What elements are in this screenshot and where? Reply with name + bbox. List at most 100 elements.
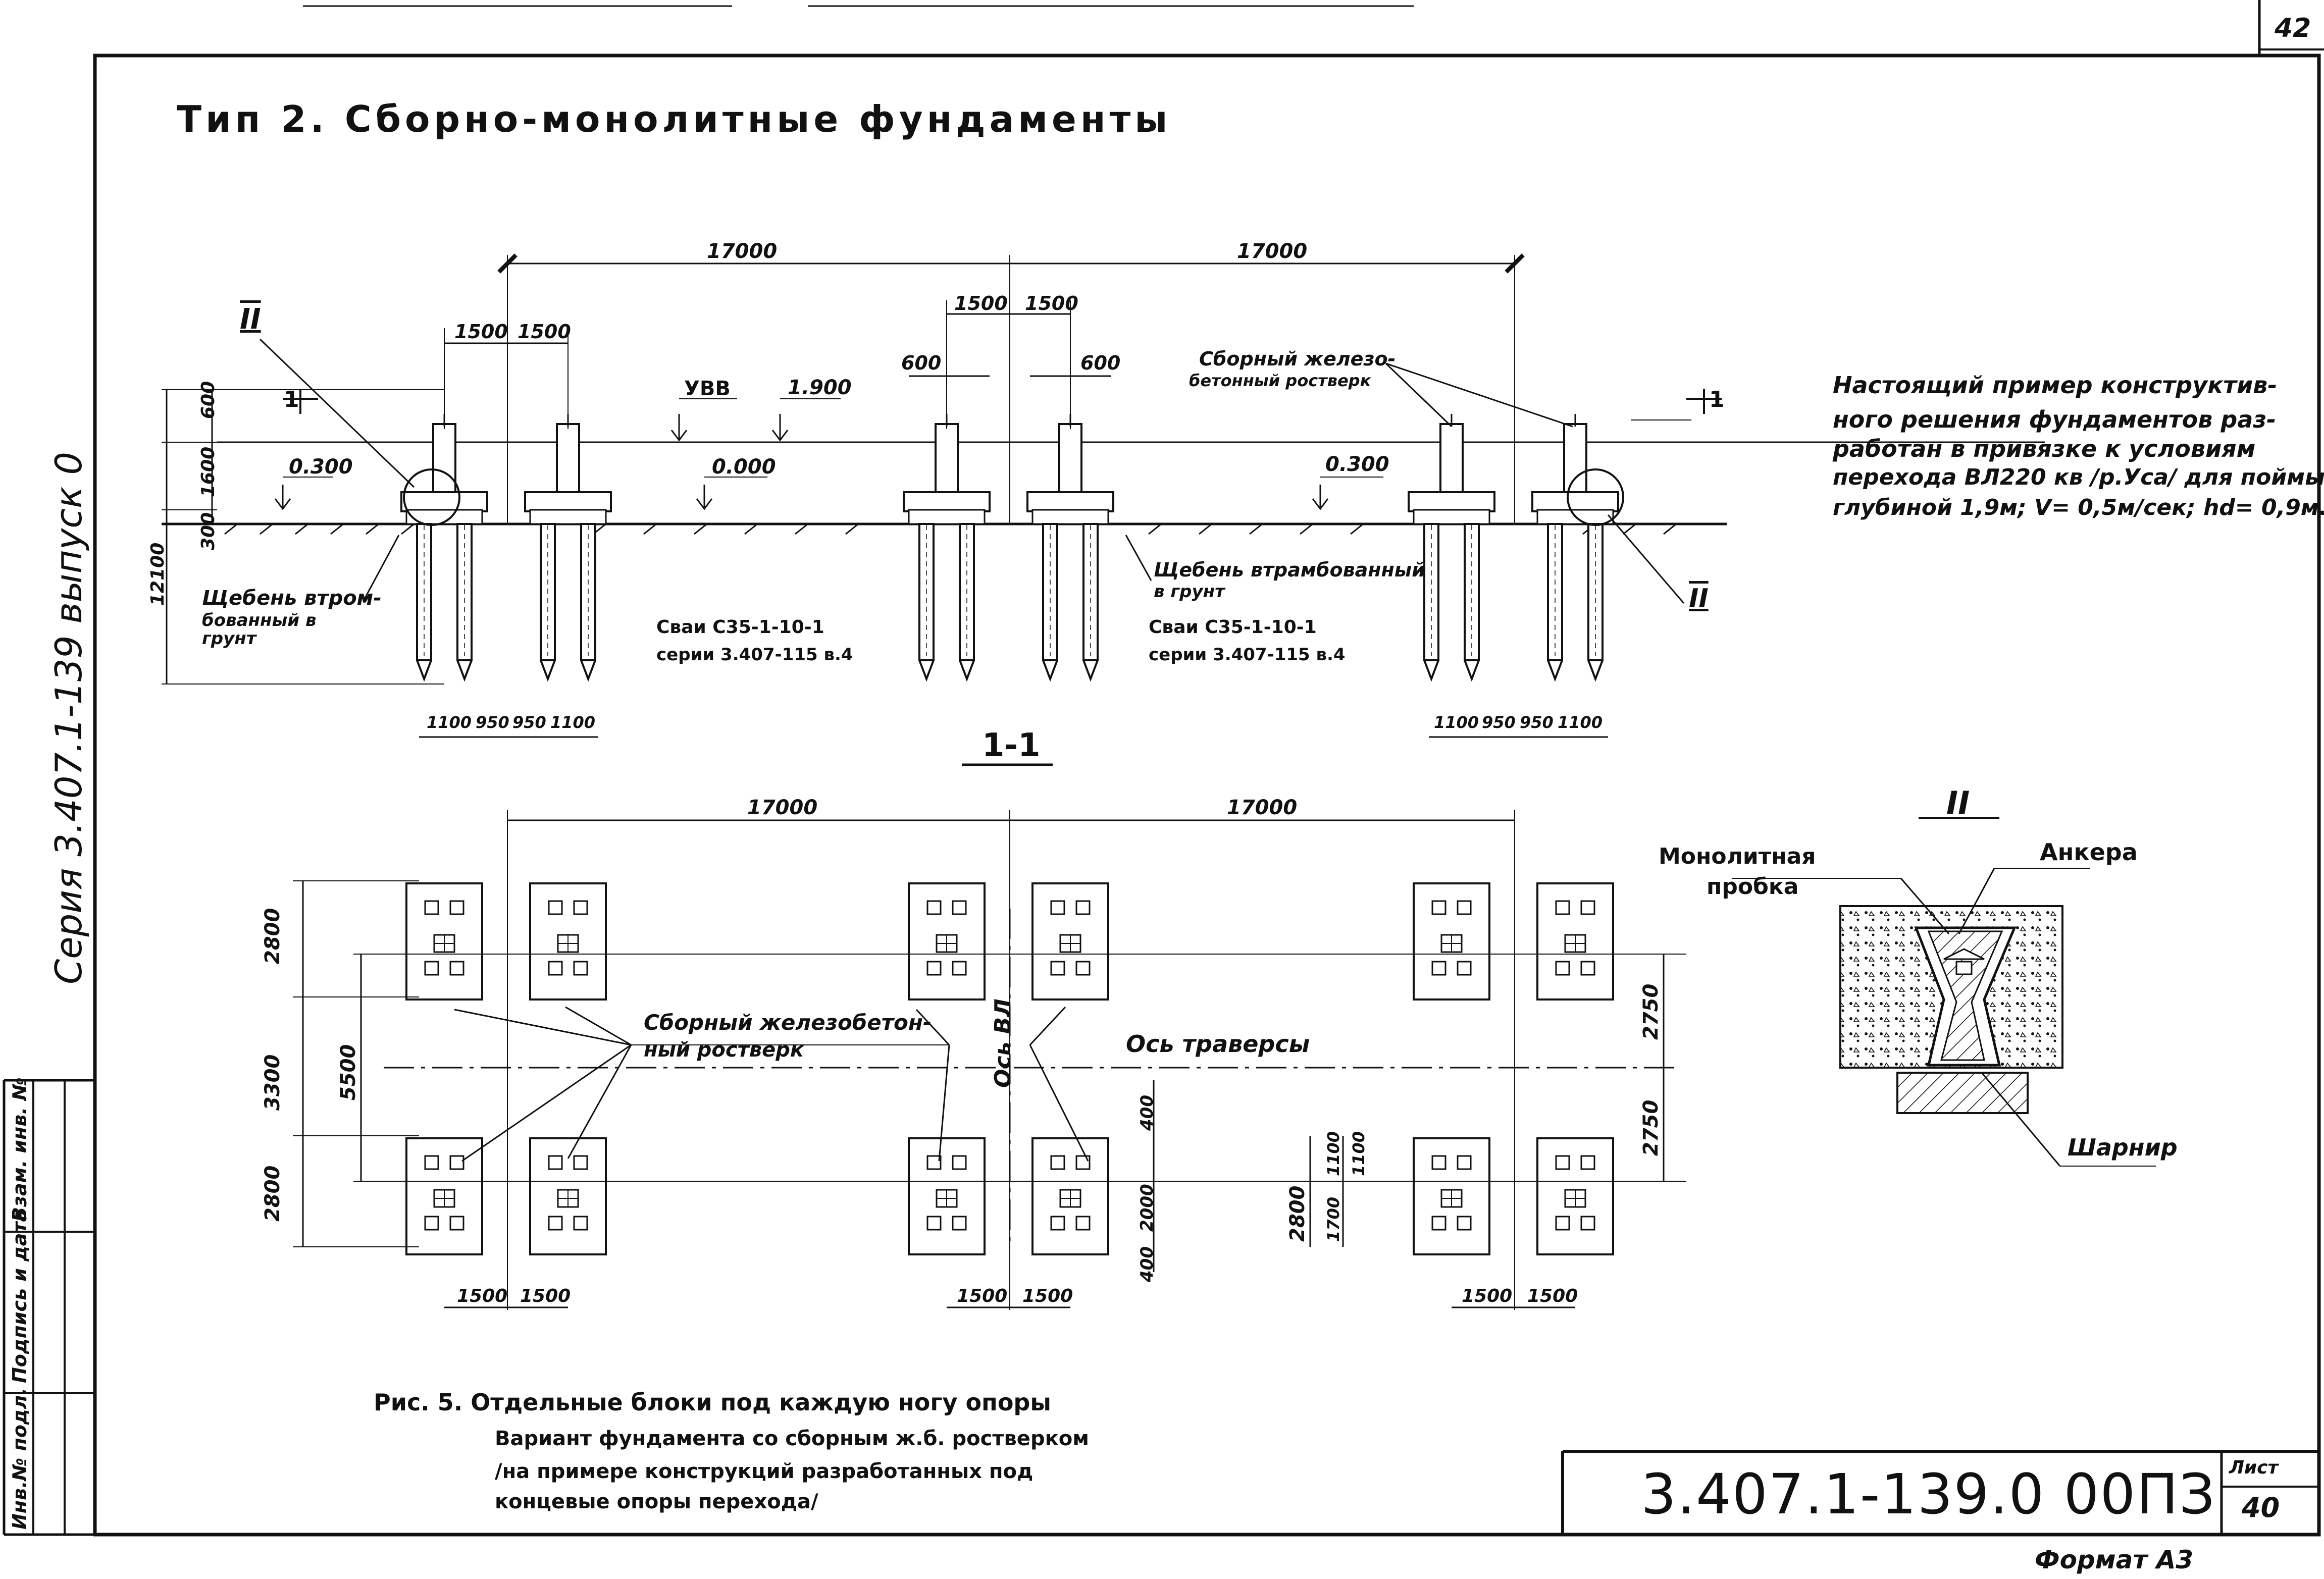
- dim-1500-c: 1500: [954, 292, 1008, 314]
- stamp-inv-podl: Инв.№ подл.: [9, 1388, 31, 1530]
- note-line-2: ного решения фундаментов раз-: [1833, 406, 2277, 433]
- label-piles-right-2: серии 3.407-115 в.4: [1149, 645, 1346, 665]
- rostverk-block: [908, 1137, 986, 1255]
- plan-dim-1500-6: 1500: [1527, 1286, 1578, 1306]
- detail-anchors: Анкера: [2040, 838, 2138, 866]
- plan-dim-3300: 3300: [261, 1054, 284, 1111]
- label-gravel-right-2: в грунт: [1154, 582, 1225, 602]
- bdim-right-1100a: 1100: [1434, 713, 1479, 732]
- drawing-code: 3.407.1-139.0 00ПЗ: [1641, 1462, 2216, 1527]
- vdim-1600: 1600: [198, 446, 219, 497]
- dim-600-right: 600: [1080, 352, 1121, 374]
- note-line-1: Настоящий пример конструктив-: [1833, 372, 2278, 399]
- rostverk-block: [405, 1137, 483, 1255]
- plan-dim-400-bottom: 400: [1137, 1246, 1157, 1282]
- label-rostverk-section-1: Сборный железо-: [1199, 348, 1396, 370]
- plan-axis-traverse: Ось траверсы: [1126, 1030, 1310, 1058]
- bdim-right-1100b: 1100: [1558, 713, 1603, 732]
- plan-dim-1100-a: 1100: [1324, 1131, 1343, 1176]
- foundation-leg: [524, 414, 612, 682]
- plan-dim-2800-block: 2800: [1286, 1185, 1309, 1242]
- label-rostverk-section-2: бетонный ростверк: [1189, 371, 1371, 390]
- plan-dim-1500-4: 1500: [1022, 1286, 1073, 1306]
- note-line-4: перехода ВЛ220 кв /р.Уса/ для поймы: [1833, 464, 2324, 490]
- bdim-right-950b: 950: [1520, 713, 1554, 732]
- label-gravel-right-1: Щебень втрамбованный: [1154, 559, 1425, 581]
- plan-dim-2800-top: 2800: [261, 908, 284, 964]
- foundation-leg: [903, 414, 991, 682]
- rostverk-block: [529, 882, 607, 1001]
- stamp-vzam-inv: Взам. инв. №: [9, 1077, 31, 1222]
- vdim-600: 600: [198, 381, 219, 419]
- label-gravel-left-1: Щебень втром-: [202, 587, 382, 610]
- foundation-leg: [1408, 414, 1495, 682]
- label-piles-right-1: Сваи С35-1-10-1: [1149, 617, 1317, 638]
- level-uvv: УВВ: [684, 377, 731, 400]
- caption-line-2: Вариант фундамента со сборным ж.б. роств…: [495, 1427, 1089, 1450]
- rostverk-blocks: [405, 882, 1614, 1255]
- level-1900: 1.900: [788, 376, 852, 399]
- vdim-12100: 12100: [147, 542, 168, 606]
- detail-monolith-2: пробка: [1707, 874, 1799, 900]
- label-gravel-left-2: бованный в: [202, 610, 317, 630]
- label-gravel-left-3: грунт: [202, 628, 256, 649]
- bdim-left-950b: 950: [512, 713, 546, 732]
- rostverk-block: [405, 882, 483, 1001]
- level-0300-left: 0.300: [289, 455, 353, 479]
- plan-dim-1100-b: 1100: [1349, 1131, 1368, 1176]
- stamp-podpis-data: Подпись и дата: [9, 1208, 31, 1383]
- bdim-right-950a: 950: [1482, 713, 1516, 732]
- plan-dim-2000: 2000: [1137, 1184, 1157, 1232]
- plan-view: [293, 810, 1686, 1310]
- page-corner-number: 42: [2275, 13, 2311, 43]
- dim-1500-b: 1500: [518, 321, 571, 343]
- rostverk-block: [1536, 1137, 1614, 1255]
- rostverk-block: [1031, 882, 1109, 1001]
- format-label: Формат А3: [2035, 1545, 2194, 1574]
- bdim-left-1100a: 1100: [427, 713, 472, 732]
- dim-600-left: 600: [901, 352, 942, 374]
- caption-line-1: Рис. 5. Отдельные блоки под каждую ногу …: [374, 1389, 1051, 1416]
- rostverk-block: [529, 1137, 607, 1255]
- plan-dim-1500-2: 1500: [520, 1286, 571, 1306]
- plan-dim-1500-3: 1500: [957, 1286, 1008, 1306]
- foundation-leg: [1531, 414, 1619, 682]
- note-line-3: работан в привязке к условиям: [1833, 435, 2256, 462]
- caption-line-3: /на примере конструкций разработанных по…: [495, 1460, 1034, 1483]
- plan-label-rostverk-2: ный ростверк: [644, 1038, 804, 1062]
- detail-II: [1732, 817, 2156, 1167]
- section-mark-left: 1: [284, 387, 299, 412]
- section-1-1: [162, 253, 2045, 766]
- rostverk-block: [908, 882, 986, 1001]
- dim-17000-left: 17000: [707, 240, 778, 263]
- note-line-5: глубиной 1,9м; V= 0,5м/сек; hd= 0,9м.: [1833, 495, 2324, 520]
- section-label-1-1: 1-1: [982, 727, 1041, 764]
- dim-17000-right: 17000: [1237, 240, 1308, 263]
- rostverk-block: [1413, 882, 1490, 1001]
- label-piles-left-1: Сваи С35-1-10-1: [656, 617, 824, 638]
- sheet-number: 40: [2242, 1492, 2280, 1523]
- plan-dim-400-top: 400: [1137, 1095, 1157, 1131]
- plan-dim-2800-bottom: 2800: [261, 1165, 284, 1222]
- plan-dim-1500-1: 1500: [457, 1286, 508, 1306]
- label-piles-left-2: серии 3.407-115 в.4: [656, 645, 853, 665]
- foundation-leg: [1026, 414, 1114, 682]
- bdim-left-950a: 950: [476, 713, 509, 732]
- level-0000: 0.000: [712, 455, 776, 479]
- detail-monolith-1: Монолитная: [1659, 844, 1816, 869]
- plan-dim-1500-5: 1500: [1462, 1286, 1513, 1306]
- dim-1500-a: 1500: [454, 321, 508, 343]
- series-label-vertical: Серия 3.407.1-139 выпуск 0: [47, 451, 90, 984]
- drawing-title: Тип 2. Сборно-монолитные фундаменты: [177, 98, 1172, 140]
- section-mark-right: 1: [1709, 387, 1725, 412]
- callout-II-left: II: [240, 303, 261, 336]
- callout-II-right: II: [1689, 584, 1709, 614]
- plan-dim-1700: 1700: [1324, 1196, 1343, 1242]
- rostverk-block: [1413, 1137, 1490, 1255]
- ground-hatch: [224, 523, 1677, 535]
- rostverk-block: [1031, 1137, 1109, 1255]
- plan-dim-2750-bottom: 2750: [1639, 1099, 1663, 1156]
- sheet-label: Лист: [2229, 1457, 2279, 1478]
